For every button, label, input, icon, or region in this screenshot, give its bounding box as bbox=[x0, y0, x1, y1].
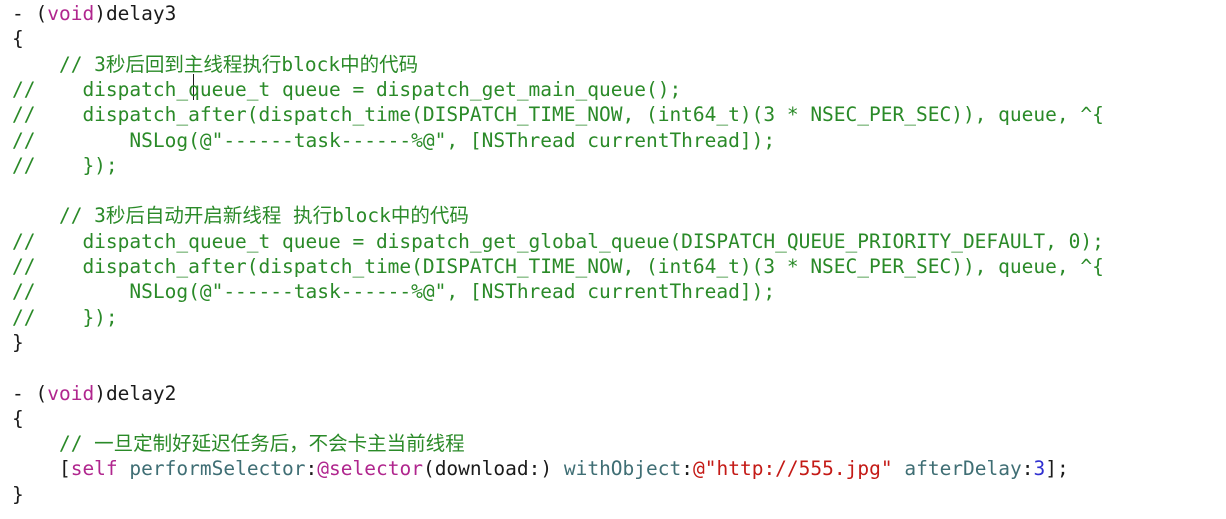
code-token-number: 3 bbox=[1033, 457, 1046, 481]
code-line[interactable]: // 一旦定制好延迟任务后，不会卡主当前线程 bbox=[12, 431, 465, 456]
code-line[interactable]: } bbox=[12, 482, 24, 507]
code-line[interactable]: // NSLog(@"------task------%@", [NSThrea… bbox=[12, 279, 775, 304]
code-token-keyword: void bbox=[47, 381, 95, 405]
code-line[interactable]: // dispatch_queue_t queue = dispatch_get… bbox=[12, 77, 681, 102]
code-token-plain bbox=[118, 457, 130, 480]
code-token-plain: - ( bbox=[12, 2, 48, 25]
code-line[interactable]: // }); bbox=[12, 153, 118, 178]
code-line[interactable]: // dispatch_queue_t queue = dispatch_get… bbox=[12, 229, 1104, 254]
code-token-comment: // 3秒后回到主线程执行block中的代码 bbox=[12, 52, 419, 76]
code-token-plain: - ( bbox=[12, 381, 48, 405]
code-token-comment: // NSLog(@"------task------%@", [NSThrea… bbox=[12, 128, 776, 152]
code-line[interactable]: { bbox=[12, 26, 24, 51]
code-token-plain: } bbox=[12, 330, 24, 354]
code-line[interactable]: // 3秒后回到主线程执行block中的代码 bbox=[12, 52, 418, 77]
code-token-plain: [ bbox=[12, 457, 71, 481]
code-token-plain: } bbox=[12, 482, 24, 506]
code-token-plain: { bbox=[12, 406, 24, 430]
code-token-plain: : bbox=[681, 457, 693, 481]
code-token-plain bbox=[893, 457, 905, 480]
code-token-keyword: self bbox=[70, 457, 118, 481]
code-line[interactable]: [self performSelector:@selector(download… bbox=[12, 456, 1069, 481]
code-token-plain: (download:) bbox=[422, 457, 564, 481]
code-token-method: performSelector bbox=[129, 457, 306, 481]
code-line[interactable]: - (void)delay2 bbox=[12, 381, 176, 406]
code-token-string: @"http://555.jpg" bbox=[693, 457, 893, 481]
code-token-comment: // dispatch_after(dispatch_time(DISPATCH… bbox=[12, 255, 1104, 278]
code-line[interactable]: // dispatch_after(dispatch_time(DISPATCH… bbox=[12, 102, 1104, 127]
code-line[interactable]: } bbox=[12, 330, 24, 355]
code-token-method: withObject bbox=[563, 457, 682, 481]
code-token-comment: // }); bbox=[12, 153, 118, 177]
text-caret bbox=[193, 74, 194, 100]
code-token-keyword: @selector bbox=[317, 457, 423, 481]
code-token-plain: : bbox=[305, 457, 318, 481]
code-line[interactable]: // NSLog(@"------task------%@", [NSThrea… bbox=[12, 128, 775, 153]
code-editor[interactable]: - (void)delay3{ // 3秒后回到主线程执行block中的代码//… bbox=[12, 0, 1222, 519]
code-token-comment: // dispatch_after(dispatch_time(DISPATCH… bbox=[12, 103, 1104, 127]
code-token-plain: ]; bbox=[1045, 457, 1069, 481]
code-line[interactable]: // dispatch_after(dispatch_time(DISPATCH… bbox=[12, 254, 1104, 279]
code-token-comment: // 一旦定制好延迟任务后，不会卡主当前线程 bbox=[12, 432, 465, 456]
code-token-plain: )delay2 bbox=[94, 381, 177, 405]
code-line[interactable]: // }); bbox=[12, 305, 118, 330]
code-token-comment: // 3秒后自动开启新线程 执行block中的代码 bbox=[12, 204, 469, 228]
code-token-keyword: void bbox=[47, 2, 95, 25]
code-token-plain: : bbox=[1021, 457, 1034, 481]
code-token-method: afterDelay bbox=[904, 457, 1022, 481]
code-line[interactable]: { bbox=[12, 406, 24, 431]
code-token-plain: )delay3 bbox=[94, 2, 177, 25]
code-token-comment: // dispatch_queue_t queue = dispatch_get… bbox=[12, 229, 1104, 253]
code-token-plain: { bbox=[12, 27, 24, 51]
code-line[interactable]: - (void)delay3 bbox=[12, 1, 176, 26]
code-token-comment: // dispatch_queue_t queue = dispatch_get… bbox=[12, 77, 682, 101]
code-token-comment: // }); bbox=[12, 305, 118, 329]
code-token-comment: // NSLog(@"------task------%@", [NSThrea… bbox=[12, 280, 776, 304]
code-line[interactable]: // 3秒后自动开启新线程 执行block中的代码 bbox=[12, 203, 469, 228]
